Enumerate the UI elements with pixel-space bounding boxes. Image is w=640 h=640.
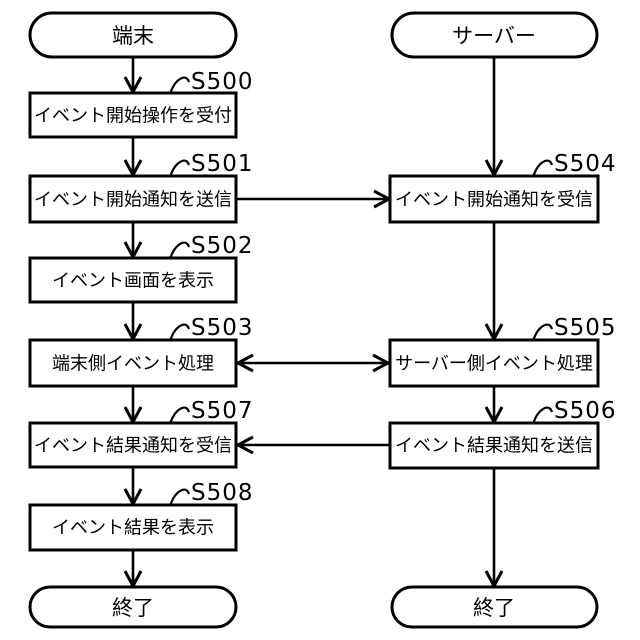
s504-box	[388, 174, 600, 224]
s507-text: イベント結果通知を受信	[34, 436, 232, 457]
s508-text: イベント結果を表示	[52, 518, 214, 539]
s503-box	[28, 338, 238, 388]
leader-s507	[168, 406, 191, 425]
step-label-s500: S500	[191, 69, 254, 95]
leader-s504	[531, 159, 554, 178]
node-server-end: 終了	[390, 585, 599, 629]
s500-text: イベント開始操作を受付	[34, 106, 232, 127]
node-s503: 端末側イベント処理 S503	[28, 315, 254, 388]
node-s501: イベント開始通知を送信 S501	[28, 151, 254, 224]
node-s500: イベント開始操作を受付 S500	[28, 69, 254, 139]
s505-box	[388, 338, 600, 388]
node-terminal-end: 終了	[28, 585, 238, 629]
step-label-s503: S503	[191, 315, 254, 341]
s508-box	[28, 503, 238, 552]
leader-s502	[168, 241, 191, 260]
s504-text: イベント開始通知を受信	[395, 190, 593, 211]
leader-s505	[531, 323, 554, 342]
leader-s503	[168, 323, 191, 342]
s505-text: サーバー側イベント処理	[395, 354, 593, 375]
node-server-start: サーバー	[390, 11, 599, 59]
step-label-s507: S507	[191, 398, 254, 424]
s501-text: イベント開始通知を送信	[34, 190, 232, 211]
s506-text: イベント結果通知を送信	[395, 436, 593, 457]
s500-box	[28, 91, 238, 139]
terminal-end-label: 終了	[112, 596, 154, 620]
s502-box	[28, 256, 238, 304]
s502-text: イベント画面を表示	[52, 271, 214, 292]
step-label-s508: S508	[191, 480, 254, 506]
node-s502: イベント画面を表示 S502	[28, 233, 254, 304]
leader-s506	[531, 406, 554, 425]
step-label-s504: S504	[554, 151, 617, 177]
server-end-label: 終了	[473, 596, 515, 620]
node-s508: イベント結果を表示 S508	[28, 480, 254, 552]
server-start-label: サーバー	[452, 24, 536, 48]
terminal-end-oval	[28, 585, 238, 629]
terminal-start-label: 端末	[112, 24, 154, 48]
step-label-s505: S505	[554, 315, 617, 341]
leader-s508	[168, 488, 191, 507]
node-s505: サーバー側イベント処理 S505	[388, 315, 617, 388]
s501-box	[28, 174, 238, 224]
leader-s500	[168, 76, 191, 95]
s503-text: 端末側イベント処理	[52, 354, 214, 375]
step-label-s501: S501	[191, 151, 254, 177]
s507-box	[28, 421, 238, 469]
node-s507: イベント結果通知を受信 S507	[28, 398, 254, 469]
step-label-s502: S502	[191, 233, 254, 259]
server-end-oval	[390, 585, 599, 629]
node-s504: イベント開始通知を受信 S504	[388, 151, 617, 224]
node-s506: イベント結果通知を送信 S506	[388, 398, 617, 470]
step-label-s506: S506	[554, 398, 617, 424]
leader-s501	[168, 159, 191, 178]
s506-box	[388, 421, 600, 470]
terminal-start-oval	[28, 11, 238, 59]
node-terminal-start: 端末	[28, 11, 238, 59]
server-start-oval	[390, 11, 599, 59]
